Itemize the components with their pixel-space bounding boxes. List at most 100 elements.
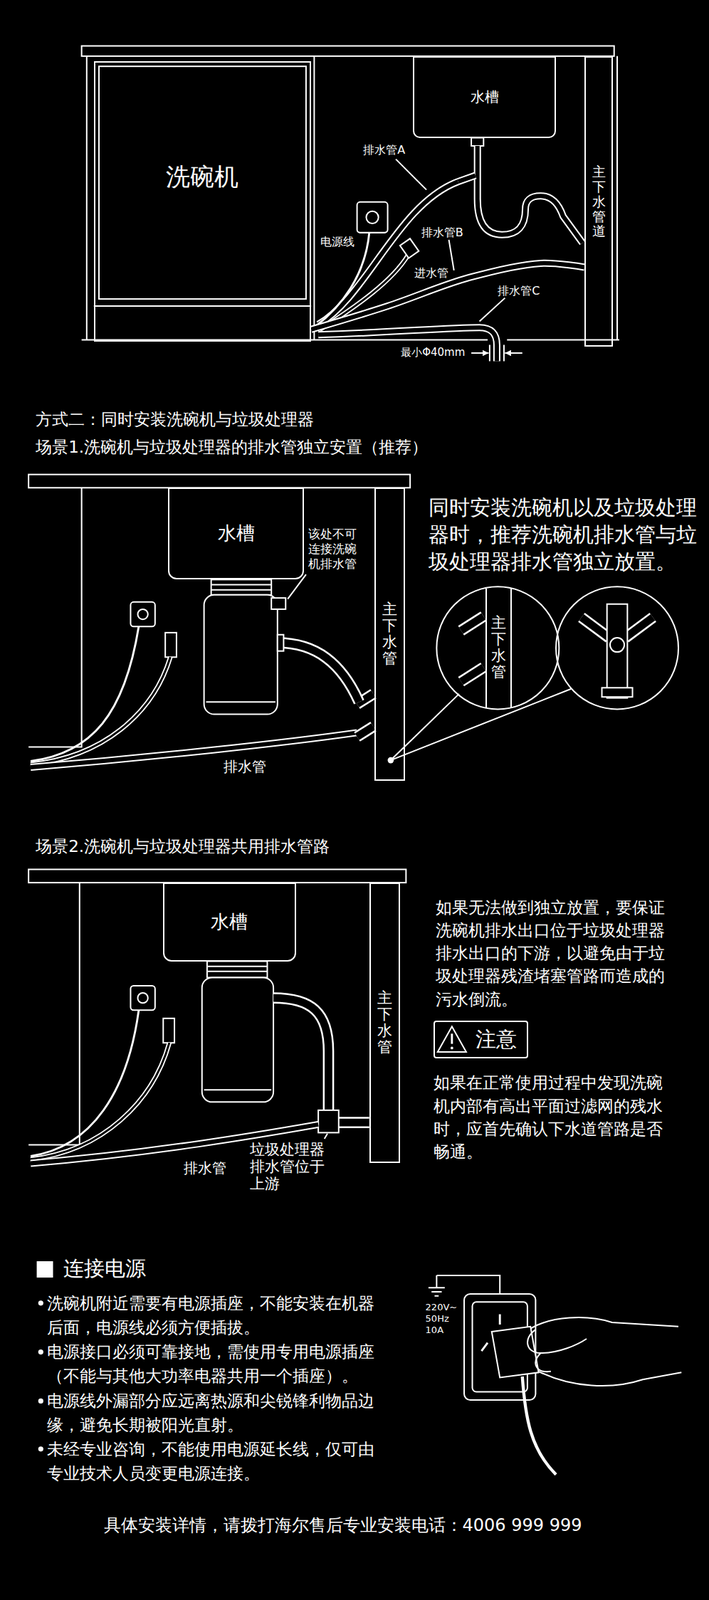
dimension-tick (489, 345, 504, 362)
node-text: 主下水管 (377, 990, 393, 1056)
drain-hose-c-core (318, 327, 497, 361)
part-label: 进水管 (414, 266, 449, 280)
node-text: 水槽 (217, 522, 255, 545)
node-text: 主下水管道 (592, 164, 606, 239)
inlet-hose (30, 657, 171, 765)
bullet-text: 洗碗机附近需要有电源插座，不能安装在机器后面，电源线必须方便插拔。 (46, 1291, 383, 1340)
edge-label: 排水管B (421, 225, 464, 240)
inlet-hose-core (30, 1042, 170, 1159)
disposer-ridge (211, 584, 272, 590)
water-valve (400, 238, 419, 258)
countertop (28, 869, 406, 883)
disposer-outlet-pipe (277, 642, 360, 702)
heading-square (37, 1261, 54, 1278)
part-note: 垃圾处理器排水管位于上游 (249, 1141, 331, 1193)
scene-heading: 场景1.洗碗机与垃圾处理器的排水管独立安置（推荐） (35, 437, 428, 458)
drain-pipe-band: 主下水管道 (584, 56, 613, 348)
cabinet-divider (313, 56, 315, 341)
description-text: 如果无法做到独立放置，要保证洗碗机排水出口位于垃圾处理器排水出口的下游，以避免由… (435, 896, 672, 1011)
cabinet-wall (86, 56, 88, 341)
bullet-text: 电源线外漏部分应远离热源和尖锐锋利物品边缘，避免长期被阳光直射。 (46, 1388, 383, 1438)
power-socket (130, 602, 155, 627)
node-text: 注意 (475, 1027, 517, 1053)
inlet-hose-core (318, 254, 408, 331)
drain-hose-c (318, 327, 497, 361)
outlet-ring (277, 634, 285, 652)
part-label: 排水管A (363, 143, 406, 157)
sink-box: 水槽 (163, 882, 296, 961)
leader-line (449, 239, 455, 271)
notice-text: 如果在正常使用过程中发现洗碗机内部有高出平面过滤网的残水时，应首先确认下水道管路… (433, 1071, 670, 1164)
description-text: 同时安装洗碗机以及垃圾处理器时，推荐洗碗机排水管与垃圾处理器排水管独立放置。 (428, 494, 708, 576)
hand-outline (530, 1317, 679, 1329)
footer-text: 具体安装详情，请拨打海尔售后专业安装电话：4006 999 999 (103, 1515, 583, 1537)
disposer-outlet-pipe-core (277, 642, 360, 702)
disposer-base (205, 701, 275, 703)
plug-cord (522, 1376, 556, 1475)
warning-dot (450, 1047, 454, 1050)
leader-line (479, 298, 506, 322)
leader-line (324, 1133, 328, 1139)
tee-fitting (318, 1110, 339, 1134)
disposer-neck (211, 579, 272, 596)
bullet-text: 电源接口必须可靠接地，需使用专用电源插座（不能与其他大功率电器共用一个插座）。 (46, 1339, 383, 1389)
countertop (28, 474, 411, 489)
part-label: 排水管 (183, 1159, 227, 1177)
floor-line (81, 338, 620, 341)
power-cord (30, 1010, 139, 1157)
callout-line (390, 689, 572, 761)
fitting-port (610, 637, 625, 653)
cabinet-wall (28, 882, 80, 1145)
inlet-hose (318, 254, 408, 331)
inlet-hose-core (30, 657, 171, 765)
hand-outline (538, 1371, 682, 1386)
drain-hose-connector (311, 263, 585, 330)
hose-core (311, 263, 585, 330)
trap-tee-core (457, 175, 475, 183)
warning-triangle (437, 1026, 467, 1053)
trap-pipe (477, 145, 584, 243)
dishwasher-drain-hose-core (30, 732, 358, 768)
cabinet-wall (616, 56, 618, 341)
warning-mark (450, 1033, 453, 1044)
node-text: 洗碗机 (165, 162, 239, 192)
scene-heading: 场景2.洗碗机与垃圾处理器共用排水管路 (35, 837, 330, 858)
detail-circle (436, 586, 559, 709)
garbage-disposer (204, 595, 278, 715)
plug (491, 1326, 539, 1379)
multi-port-fitting (607, 604, 628, 699)
socket-face (137, 993, 148, 1003)
leader-line (395, 159, 427, 191)
disposer-outlet-pipe-core (273, 998, 329, 1113)
warning-note: 该处不可连接洗碗机排水管 (308, 526, 361, 573)
water-valve (163, 1018, 175, 1043)
pipe-fitting (461, 616, 485, 682)
bullet-dot (38, 1349, 44, 1355)
bullet-text: 未经专业咨询，不能使用电源延长线，仅可由专业技术人员变更电源连接。 (46, 1437, 383, 1486)
sink-box: 水槽 (412, 56, 556, 139)
socket-face (365, 211, 378, 224)
drain-pipe-band: 主下水管 (485, 588, 512, 707)
notice-box: 注意 (433, 1020, 529, 1059)
cabinet-wall (28, 487, 82, 747)
power-cord (30, 626, 139, 761)
bullet-dot (38, 1398, 44, 1404)
part-label: 排水管 (223, 758, 267, 776)
disposer-ridge (207, 966, 268, 972)
dishwasher-box: 洗碗机 (93, 61, 312, 342)
node-text: 水槽 (470, 88, 500, 106)
disposer-base (204, 1089, 272, 1091)
dishwasher-drain-hose (30, 732, 358, 768)
dimension-arrow (504, 352, 522, 354)
pipe-connection-core (338, 1119, 370, 1127)
sink-drain (471, 138, 484, 146)
garbage-disposer (202, 977, 274, 1102)
section-heading: 方式二：同时安装洗碗机与垃圾处理器 (35, 410, 314, 430)
trap-tee (457, 175, 475, 183)
drain-pipe-band: 主下水管 (369, 882, 401, 1164)
node-text: 主下水管 (382, 601, 398, 668)
bullet-dot (38, 1300, 44, 1306)
countertop (81, 46, 615, 57)
sink-box: 水槽 (167, 487, 304, 580)
